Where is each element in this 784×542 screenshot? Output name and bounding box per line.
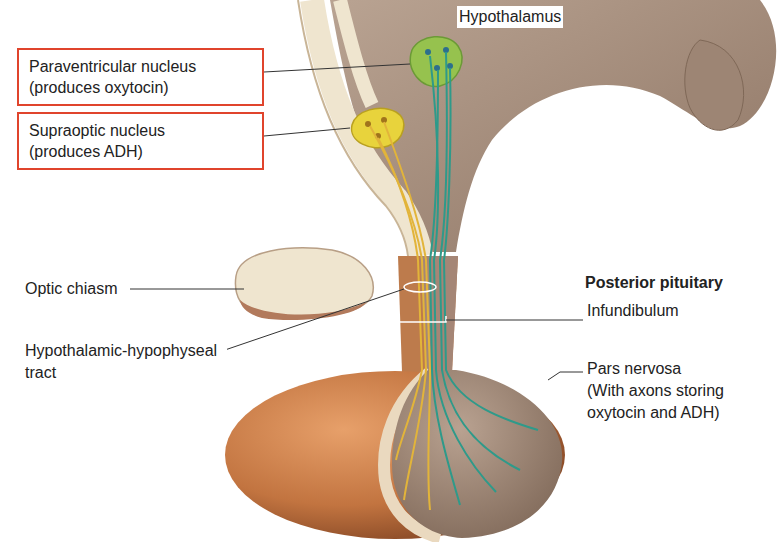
part-label: (With axons storing oxytocin and ADH)	[585, 380, 779, 424]
adh-axons	[370, 122, 430, 510]
nucleus-name: Supraoptic nucleus	[29, 120, 252, 141]
anterior-pituitary	[225, 371, 565, 539]
infundibulum-bracket	[396, 316, 446, 322]
nucleus-name: Paraventricular nucleus	[29, 56, 252, 77]
part-label: Infundibulum	[585, 300, 681, 322]
nucleus-callout-box: Supraoptic nucleus(produces ADH)	[17, 112, 264, 170]
part-label: Hypothalamus	[457, 6, 563, 28]
mammillary-region	[685, 40, 744, 130]
tissue-band	[312, 0, 421, 256]
tissue-band-edge	[298, 0, 408, 256]
part-label: Pars nervosa	[585, 358, 683, 380]
tissue-band-upper	[340, 0, 372, 105]
tract-marker	[404, 282, 436, 292]
optic-chiasm-shade	[240, 300, 366, 320]
oxytocin-axons	[430, 52, 538, 505]
hormone-note: (produces oxytocin)	[29, 77, 252, 98]
part-label: Posterior pituitary	[583, 272, 725, 294]
part-label: Optic chiasm	[23, 278, 119, 300]
nucleus-callout-box: Paraventricular nucleus(produces oxytoci…	[17, 48, 264, 106]
hormone-note: (produces ADH)	[29, 141, 252, 162]
posterior-pituitary-lobe	[392, 370, 562, 538]
part-label: Hypothalamic-hypophyseal tract	[23, 340, 227, 384]
paraventricular-nucleus-shape	[410, 37, 462, 87]
